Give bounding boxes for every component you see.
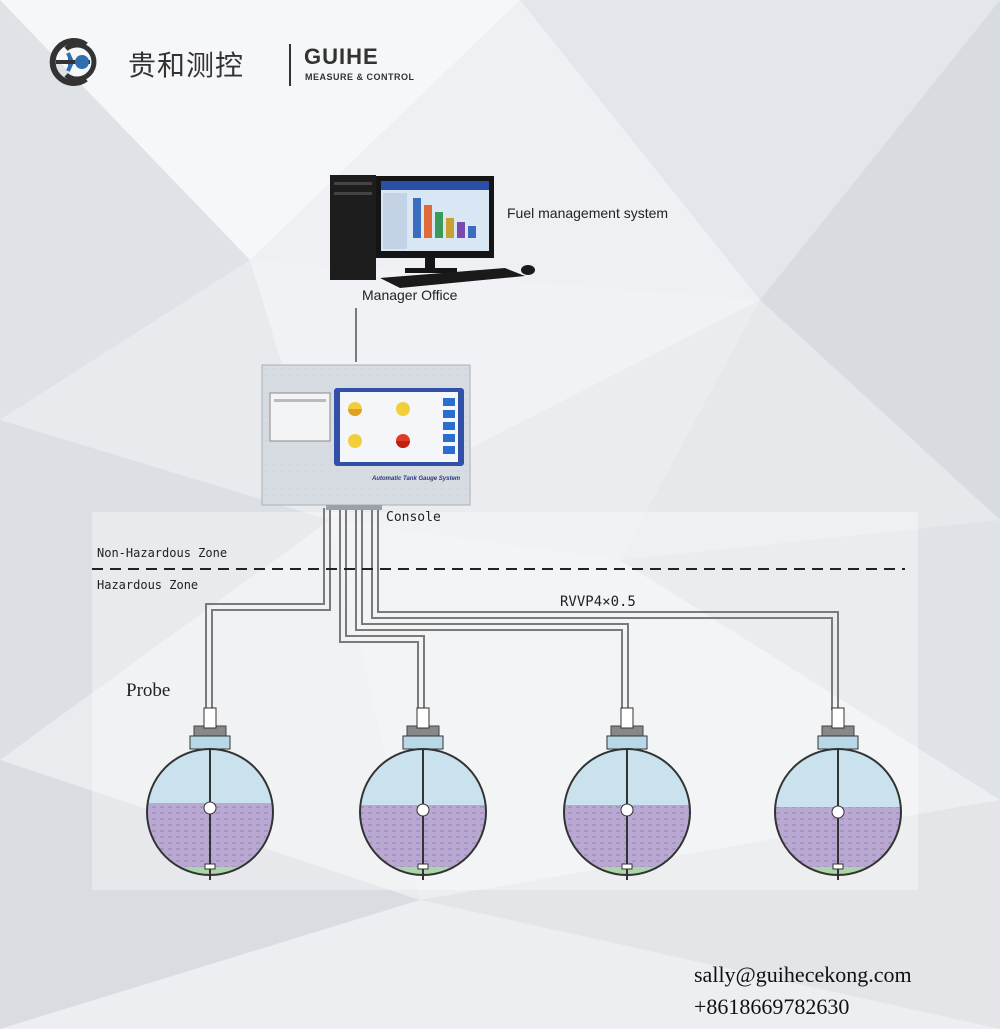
- brand-english-subtitle: MEASURE & CONTROL: [305, 72, 415, 82]
- contact-email[interactable]: sally@guihecekong.com: [694, 962, 912, 987]
- console-illustration: [261, 364, 471, 510]
- console-panel-caption: Automatic Tank Gauge System: [372, 476, 461, 482]
- connection-cables: [205, 308, 839, 710]
- fuel-management-label: Fuel management system: [507, 205, 669, 221]
- brand-english-name: GUIHE: [304, 44, 379, 69]
- probe-label: Probe: [126, 680, 171, 701]
- hazardous-zone-label: Hazardous Zone: [97, 578, 199, 592]
- computer-illustration: [330, 175, 535, 288]
- contact-phone[interactable]: +8618669782630: [694, 994, 850, 1019]
- brand-logo: [49, 38, 97, 86]
- brand-chinese-name: 贵和测控: [128, 49, 245, 82]
- non-hazardous-zone-label: Non-Hazardous Zone: [97, 546, 228, 560]
- cable-spec-label: RVVP4×0.5: [560, 594, 636, 610]
- console-label: Console: [386, 510, 441, 525]
- tank-2: [359, 707, 487, 880]
- manager-office-label: Manager Office: [362, 287, 458, 303]
